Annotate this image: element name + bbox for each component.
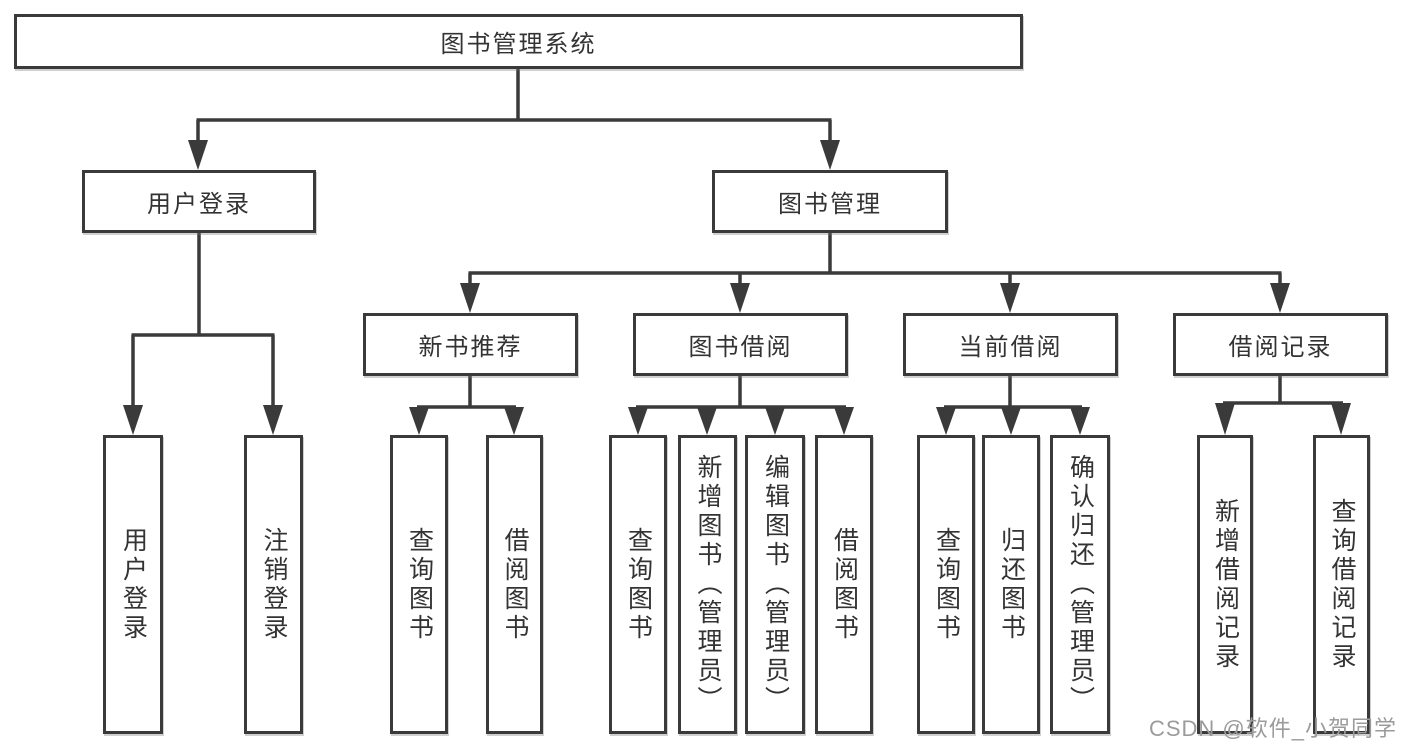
node-leaf-logout: 注销登录 — [244, 435, 303, 734]
node-leaf-add-borrow-record: 新增借阅记录 — [1197, 435, 1253, 734]
node-user-login: 用户登录 — [82, 170, 316, 233]
node-leaf-add-book-admin: 新增图书（管理员） — [678, 435, 737, 734]
node-leaf-query-book-1: 查询图书 — [390, 435, 448, 734]
node-borrow-records: 借阅记录 — [1173, 313, 1388, 376]
node-book-management: 图书管理 — [712, 170, 948, 233]
node-book-borrow: 图书借阅 — [633, 313, 848, 376]
node-leaf-query-book-2: 查询图书 — [609, 435, 667, 734]
node-leaf-borrow-book-1: 借阅图书 — [486, 435, 543, 734]
node-current-borrow: 当前借阅 — [903, 313, 1118, 376]
arrowheads — [123, 140, 1351, 435]
node-new-book-recommend: 新书推荐 — [363, 313, 578, 376]
node-leaf-confirm-return-admin: 确认归还（管理员） — [1050, 435, 1110, 734]
node-leaf-query-borrow-record: 查询借阅记录 — [1313, 435, 1370, 734]
node-leaf-query-book-3: 查询图书 — [917, 435, 975, 734]
node-leaf-return-book: 归还图书 — [982, 435, 1040, 734]
watermark: CSDN @软件_小贺同学 — [1148, 716, 1397, 741]
node-leaf-user-login: 用户登录 — [103, 435, 163, 734]
node-leaf-edit-book-admin: 编辑图书（管理员） — [745, 435, 805, 734]
node-system-root: 图书管理系统 — [14, 14, 1023, 69]
node-leaf-borrow-book-2: 借阅图书 — [815, 435, 873, 734]
